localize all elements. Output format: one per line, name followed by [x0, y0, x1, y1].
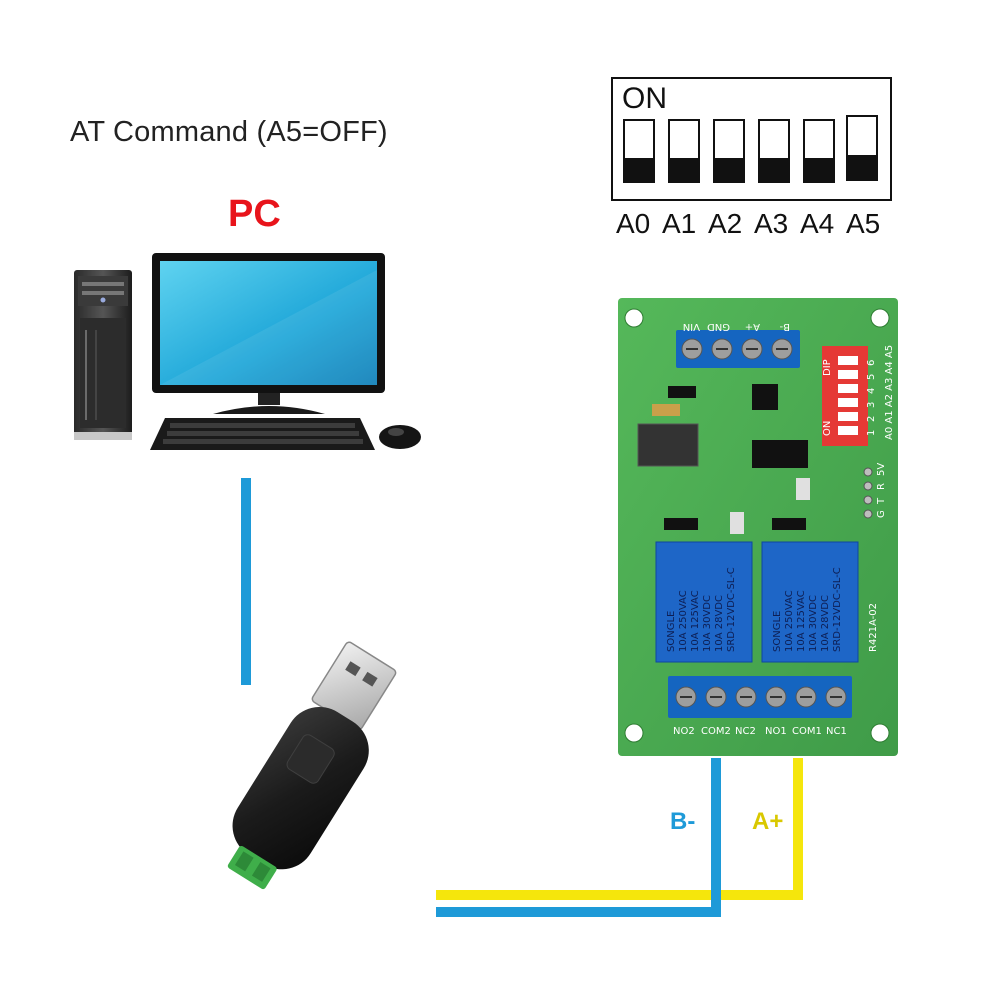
- output-terminal-label: NC2: [735, 726, 756, 737]
- input-terminal-label: B-: [779, 321, 790, 332]
- relay-print-text: SRD-12VDC-SL-C: [726, 567, 737, 652]
- input-terminal-block: [676, 330, 800, 368]
- wire-a-plus: [436, 758, 803, 900]
- board-dip-silk: 1: [866, 430, 877, 436]
- output-terminal-label: NC1: [826, 726, 847, 737]
- board-dip-silk: 6: [866, 360, 877, 366]
- uart-header-label: G: [876, 510, 887, 518]
- dip-toggle-a4: [803, 119, 835, 183]
- board-dip-silk: 2: [866, 416, 877, 422]
- input-terminal-label: GND: [707, 321, 730, 332]
- dip-toggle-a1: [668, 119, 700, 183]
- relay-print-text: 10A 125VAC: [690, 590, 701, 652]
- wire-label-a-plus: A+: [752, 808, 784, 835]
- relay-print-text: SRD-12VDC-SL-C: [832, 567, 843, 652]
- input-terminal-label: A+: [745, 321, 760, 332]
- dip-label-a3: A3: [754, 208, 789, 239]
- pc-mouse: [379, 425, 421, 449]
- relay-2: [655, 541, 753, 663]
- dip-toggle-a2: [713, 119, 745, 183]
- pc-label: PC: [228, 193, 281, 235]
- relay-print-text: 10A 250VAC: [784, 590, 795, 652]
- relay-print-text: 10A 28VDC: [820, 595, 831, 652]
- relay-print-text: 10A 30VDC: [702, 595, 713, 652]
- board-dip-switch: [822, 346, 868, 446]
- wire-label-b-minus: B-: [670, 808, 696, 835]
- board-dip-silk: 3: [866, 402, 877, 408]
- input-terminal-label: VIN: [683, 321, 700, 332]
- relay-print-text: 10A 30VDC: [808, 595, 819, 652]
- pc-monitor: [152, 253, 385, 414]
- board-silkscreen: B- A+ GND VIN DIP 1 2 3 4 5 6ON A0 A1 A2 A3 A4 A5 5V…: [666, 321, 895, 737]
- relay-print-text: 10A 125VAC: [796, 590, 807, 652]
- board-dip-silk: 4: [866, 388, 877, 394]
- dip-toggle-a3: [758, 119, 790, 183]
- wire-b-minus: [436, 758, 721, 917]
- relay-board: B- A+ GND VIN DIP 1 2 3 4 5 6ON A0 A1 A2 A3 A4 A5 5V…: [618, 298, 898, 756]
- board-model-label: R421A-02: [868, 603, 879, 652]
- dip-toggle-a5: [846, 115, 878, 181]
- usb-rs485-adapter: [227, 641, 397, 890]
- output-terminal-block: [668, 676, 852, 718]
- output-terminal-label: COM2: [701, 726, 731, 737]
- output-terminal-label: NO2: [673, 726, 695, 737]
- dip-label-a5: A5: [846, 208, 881, 239]
- relay-1: [761, 541, 859, 663]
- uart-header-label: R: [876, 483, 887, 490]
- board-dip-silk: ON: [822, 421, 833, 436]
- board-dip-silk: DIP: [822, 359, 833, 376]
- dip-switch-diagram: [611, 77, 892, 201]
- uart-header: [863, 467, 873, 519]
- board-dip-silk: 5: [866, 374, 877, 380]
- dip-label-a2: A2: [708, 208, 743, 239]
- dip-toggle-a0: [623, 119, 655, 183]
- board-address-silk: A0 A1 A2 A3 A4 A5: [884, 345, 895, 440]
- relay-print-text: SONGLE: [666, 611, 677, 652]
- dip-label-a4: A4: [800, 208, 835, 239]
- uart-header-label: 5V: [876, 463, 887, 476]
- diagram-title: AT Command (A5=OFF): [70, 116, 388, 148]
- relay-print-text: 10A 28VDC: [714, 595, 725, 652]
- dip-on-label: ON: [622, 82, 667, 115]
- relay-print-text: SONGLE: [772, 611, 783, 652]
- dip-label-a1: A1: [662, 208, 697, 239]
- pc-tower: [74, 270, 132, 440]
- relay-print-text: 10A 250VAC: [678, 590, 689, 652]
- uart-header-label: T: [876, 497, 887, 505]
- pc-keyboard: [150, 418, 375, 450]
- dip-label-a0: A0: [616, 208, 651, 239]
- output-terminal-label: NO1: [765, 726, 787, 737]
- output-terminal-label: COM1: [792, 726, 822, 737]
